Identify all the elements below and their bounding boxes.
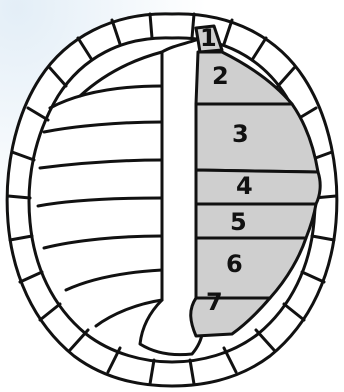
- label-5: 5: [230, 208, 247, 236]
- scute-5: [196, 204, 316, 238]
- scute-4: [196, 170, 320, 204]
- label-7: 7: [206, 288, 223, 316]
- label-3: 3: [232, 120, 249, 148]
- label-2: 2: [212, 62, 229, 90]
- scute-3: [196, 104, 318, 172]
- label-4: 4: [236, 172, 253, 200]
- label-6: 6: [226, 250, 243, 278]
- label-1: 1: [200, 24, 217, 52]
